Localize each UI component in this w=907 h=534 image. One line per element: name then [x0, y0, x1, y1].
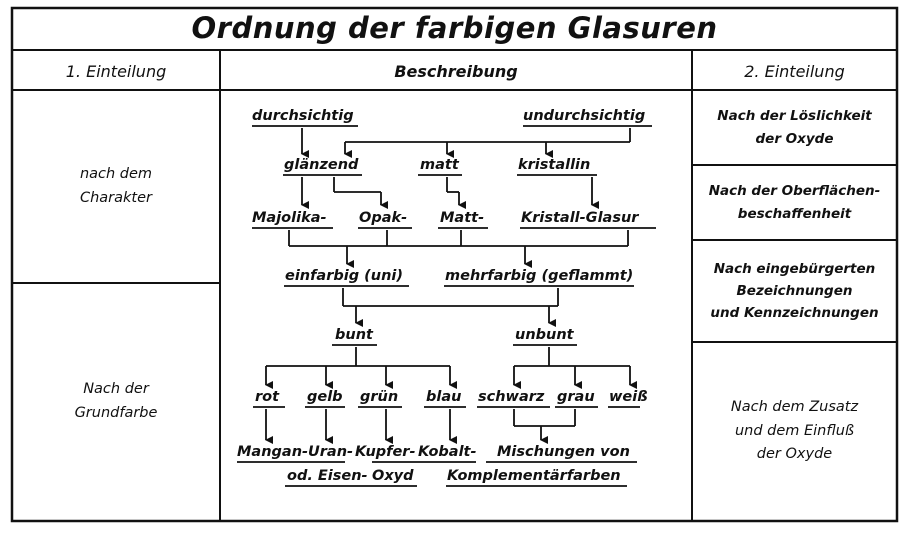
left-cell-line: Charakter — [79, 189, 152, 206]
node-weiss: weiß — [609, 389, 648, 405]
node-gelb: gelb — [307, 389, 343, 405]
node-matt-glaze: Matt- — [440, 210, 485, 226]
node-glaenzend: glänzend — [284, 157, 359, 173]
node-od-eisen: od. Eisen- — [287, 468, 368, 484]
right-cell-line: der Oxyde — [755, 130, 834, 147]
node-majolika: Majolika- — [252, 210, 327, 226]
header-description: Beschreibung — [394, 62, 518, 81]
header-second-division: 2. Einteilung — [744, 62, 845, 81]
right-cell-designations: Nach eingebürgerten Bezeichnungen und Ke… — [692, 240, 897, 342]
right-cell-line: beschaffenheit — [737, 205, 852, 222]
node-undurchsichtig: undurchsichtig — [523, 108, 646, 124]
node-mangan: Mangan- — [237, 444, 309, 460]
node-kobalt: Kobalt- — [418, 444, 477, 460]
node-blau: blau — [426, 389, 462, 405]
node-unbunt: unbunt — [515, 327, 574, 343]
node-kristallin: kristallin — [518, 157, 591, 173]
right-cell-line: und Kennzeichnungen — [710, 305, 879, 322]
node-matt: matt — [420, 157, 459, 173]
left-cell-line: Grundfarbe — [74, 405, 158, 421]
left-cell-line: Nach der — [83, 381, 149, 398]
right-cell-line: Nach eingebürgerten — [713, 260, 876, 277]
node-kristall-glasur: Kristall-Glasur — [521, 210, 639, 226]
node-durchsichtig: durchsichtig — [252, 108, 354, 124]
node-rot: rot — [255, 389, 280, 405]
right-cell-solubility: Nach der Löslichkeit der Oxyde — [692, 90, 897, 165]
right-cell-line: Bezeichnungen — [736, 282, 853, 299]
left-cell-base-color: Nach der Grundfarbe — [12, 283, 220, 521]
node-komplementaerfarben: Komplementärfarben — [447, 468, 621, 484]
node-kupfer: Kupfer- — [355, 444, 416, 460]
node-oxyd: Oxyd — [372, 468, 414, 484]
node-bunt: bunt — [335, 327, 373, 343]
header-first-division: 1. Einteilung — [65, 62, 167, 81]
right-cell-surface: Nach der Oberflächen- beschaffenheit — [692, 165, 897, 240]
right-cell-additive: Nach dem Zusatz und dem Einfluß der Oxyd… — [692, 342, 897, 521]
node-einfarbig: einfarbig (uni) — [285, 268, 404, 284]
right-cell-line: der Oxyde — [756, 446, 833, 463]
left-cell-character: nach dem Charakter — [12, 90, 220, 283]
right-cell-line: Nach der Löslichkeit — [717, 108, 872, 125]
node-uran: Uran- — [308, 444, 354, 460]
node-gruen: grün — [360, 389, 399, 405]
left-cell-line: nach dem — [79, 165, 153, 182]
node-mischungen: Mischungen von — [497, 444, 630, 460]
node-mehrfarbig: mehrfarbig (geflammt) — [445, 268, 634, 284]
node-grau: grau — [557, 389, 595, 405]
node-opak: Opak- — [359, 210, 408, 226]
diagram-title: Ordnung der farbigen Glasuren — [191, 11, 718, 45]
right-cell-line: und dem Einfluß — [734, 422, 855, 439]
right-cell-line: Nach dem Zusatz — [730, 398, 859, 415]
node-schwarz: schwarz — [478, 389, 545, 405]
right-cell-line: Nach der Oberflächen- — [708, 183, 881, 200]
